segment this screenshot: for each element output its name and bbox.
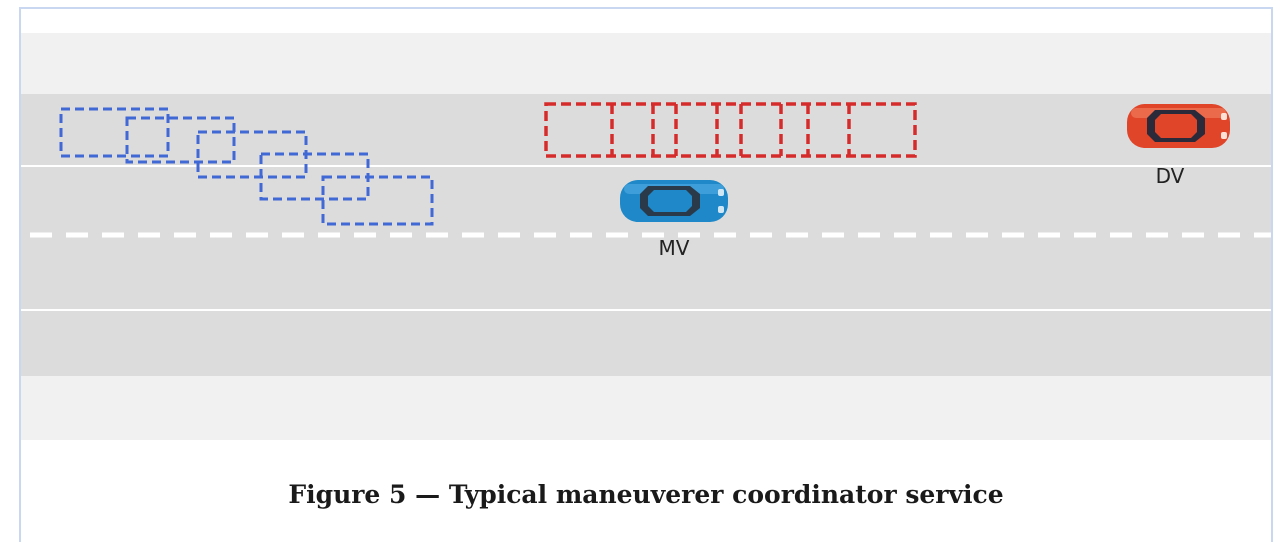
dv-label: DV <box>1156 164 1185 188</box>
shoulder-top <box>21 33 1271 94</box>
mv-car-icon <box>620 180 728 222</box>
trajectory-box-2 <box>125 116 236 164</box>
lane-change-trajectory <box>59 107 434 226</box>
trajectory-box-red-outer <box>544 102 917 158</box>
trajectory-box-5 <box>321 175 434 226</box>
shoulder-bottom <box>21 376 1271 440</box>
straight-trajectory <box>544 102 917 158</box>
mv-label: MV <box>659 236 690 260</box>
dv-car-icon <box>1127 104 1230 148</box>
figure-caption: Figure 5 — Typical maneuverer coordinato… <box>288 480 1004 509</box>
trajectory-box-1 <box>59 107 170 158</box>
